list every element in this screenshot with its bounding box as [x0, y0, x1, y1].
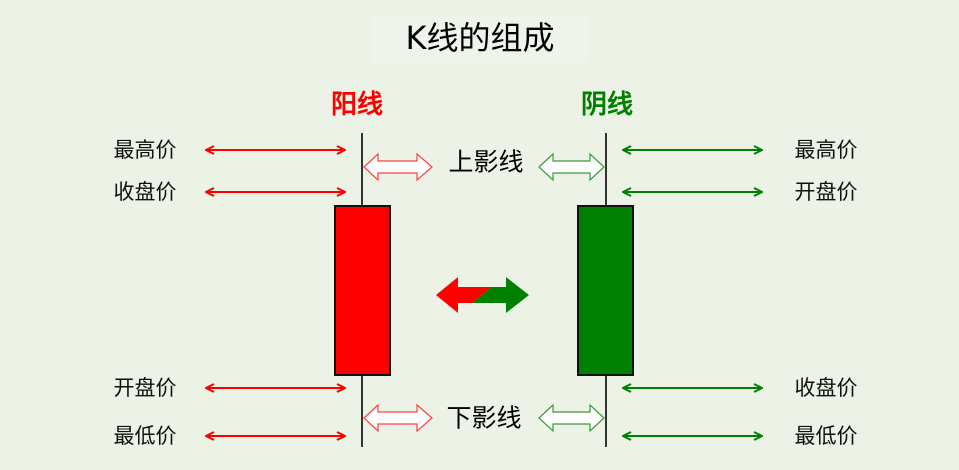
down-open-label: 开盘价 [795, 180, 858, 204]
down-double-arrows [623, 150, 762, 436]
lower-shadow-label: 下影线 [446, 404, 521, 433]
lower-shadow-hollow-arrow-icon [538, 403, 605, 433]
upper-shadow-hollow-arrow-icon [538, 152, 605, 182]
up-open-label: 开盘价 [114, 376, 177, 400]
down-high-label: 最高价 [795, 138, 858, 162]
lower-shadow-hollow-arrow-icon [363, 403, 433, 433]
upper-shadow-label: 上影线 [448, 148, 523, 177]
down-close-label: 收盘价 [795, 376, 858, 400]
up-low-label: 最低价 [114, 424, 177, 448]
up-candle-heading: 阳线 [331, 90, 383, 120]
up-double-arrows [206, 150, 345, 436]
title-background [372, 16, 587, 62]
up-candle-body [334, 205, 391, 376]
down-candle-body [577, 205, 634, 376]
up-high-label: 最高价 [114, 138, 177, 162]
down-low-label: 最低价 [795, 424, 858, 448]
diagram-title: K线的组成 [406, 19, 555, 57]
upper-shadow-hollow-arrow-icon [363, 152, 433, 182]
green-right-arrow-icon [472, 277, 529, 313]
red-left-arrow-icon [436, 277, 492, 313]
up-close-label: 收盘价 [114, 180, 177, 204]
down-candle-heading: 阴线 [581, 90, 633, 120]
